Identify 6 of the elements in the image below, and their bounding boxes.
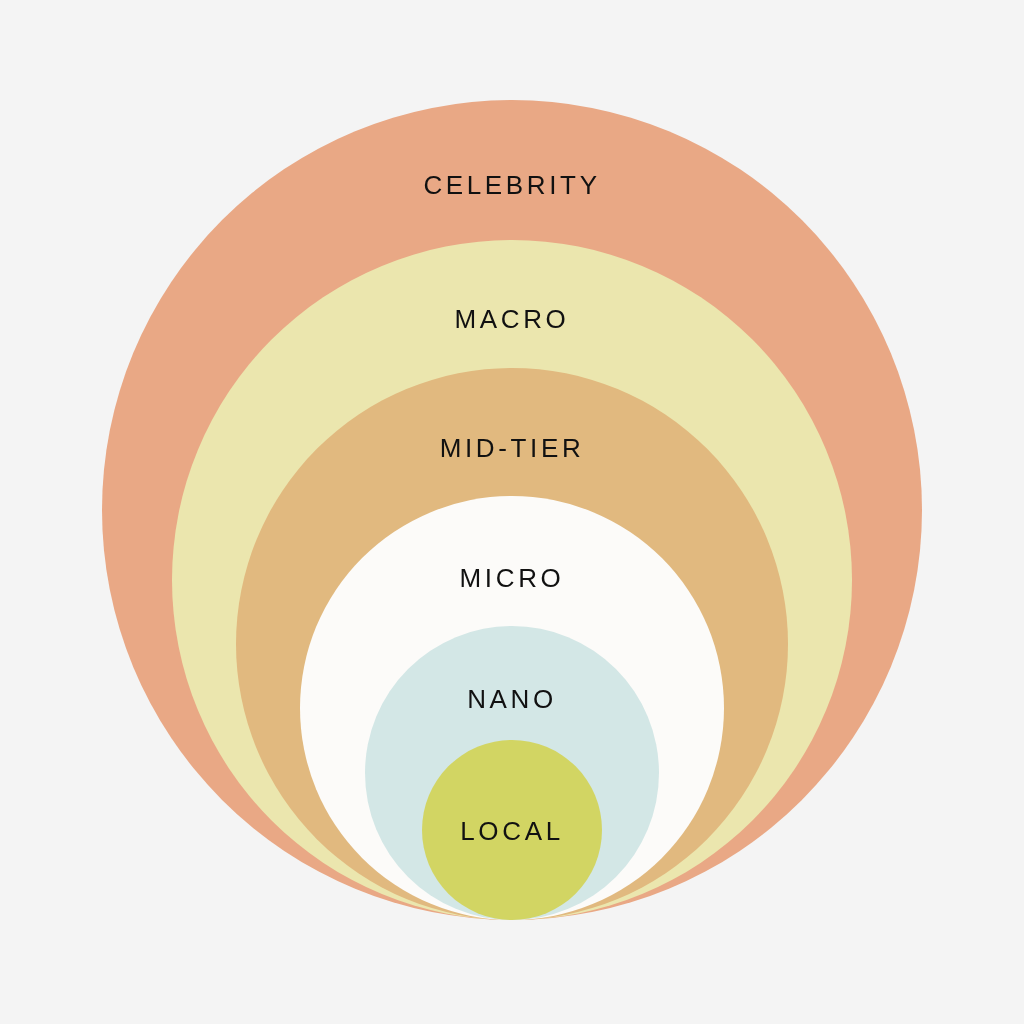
tier-label: MID-TIER	[439, 431, 585, 465]
tier-label: LOCAL	[460, 814, 564, 848]
tier-label: MICRO	[459, 561, 565, 595]
tier-label: CELEBRITY	[423, 168, 601, 202]
tier-label: MACRO	[454, 302, 570, 336]
tier-label: NANO	[467, 682, 557, 716]
